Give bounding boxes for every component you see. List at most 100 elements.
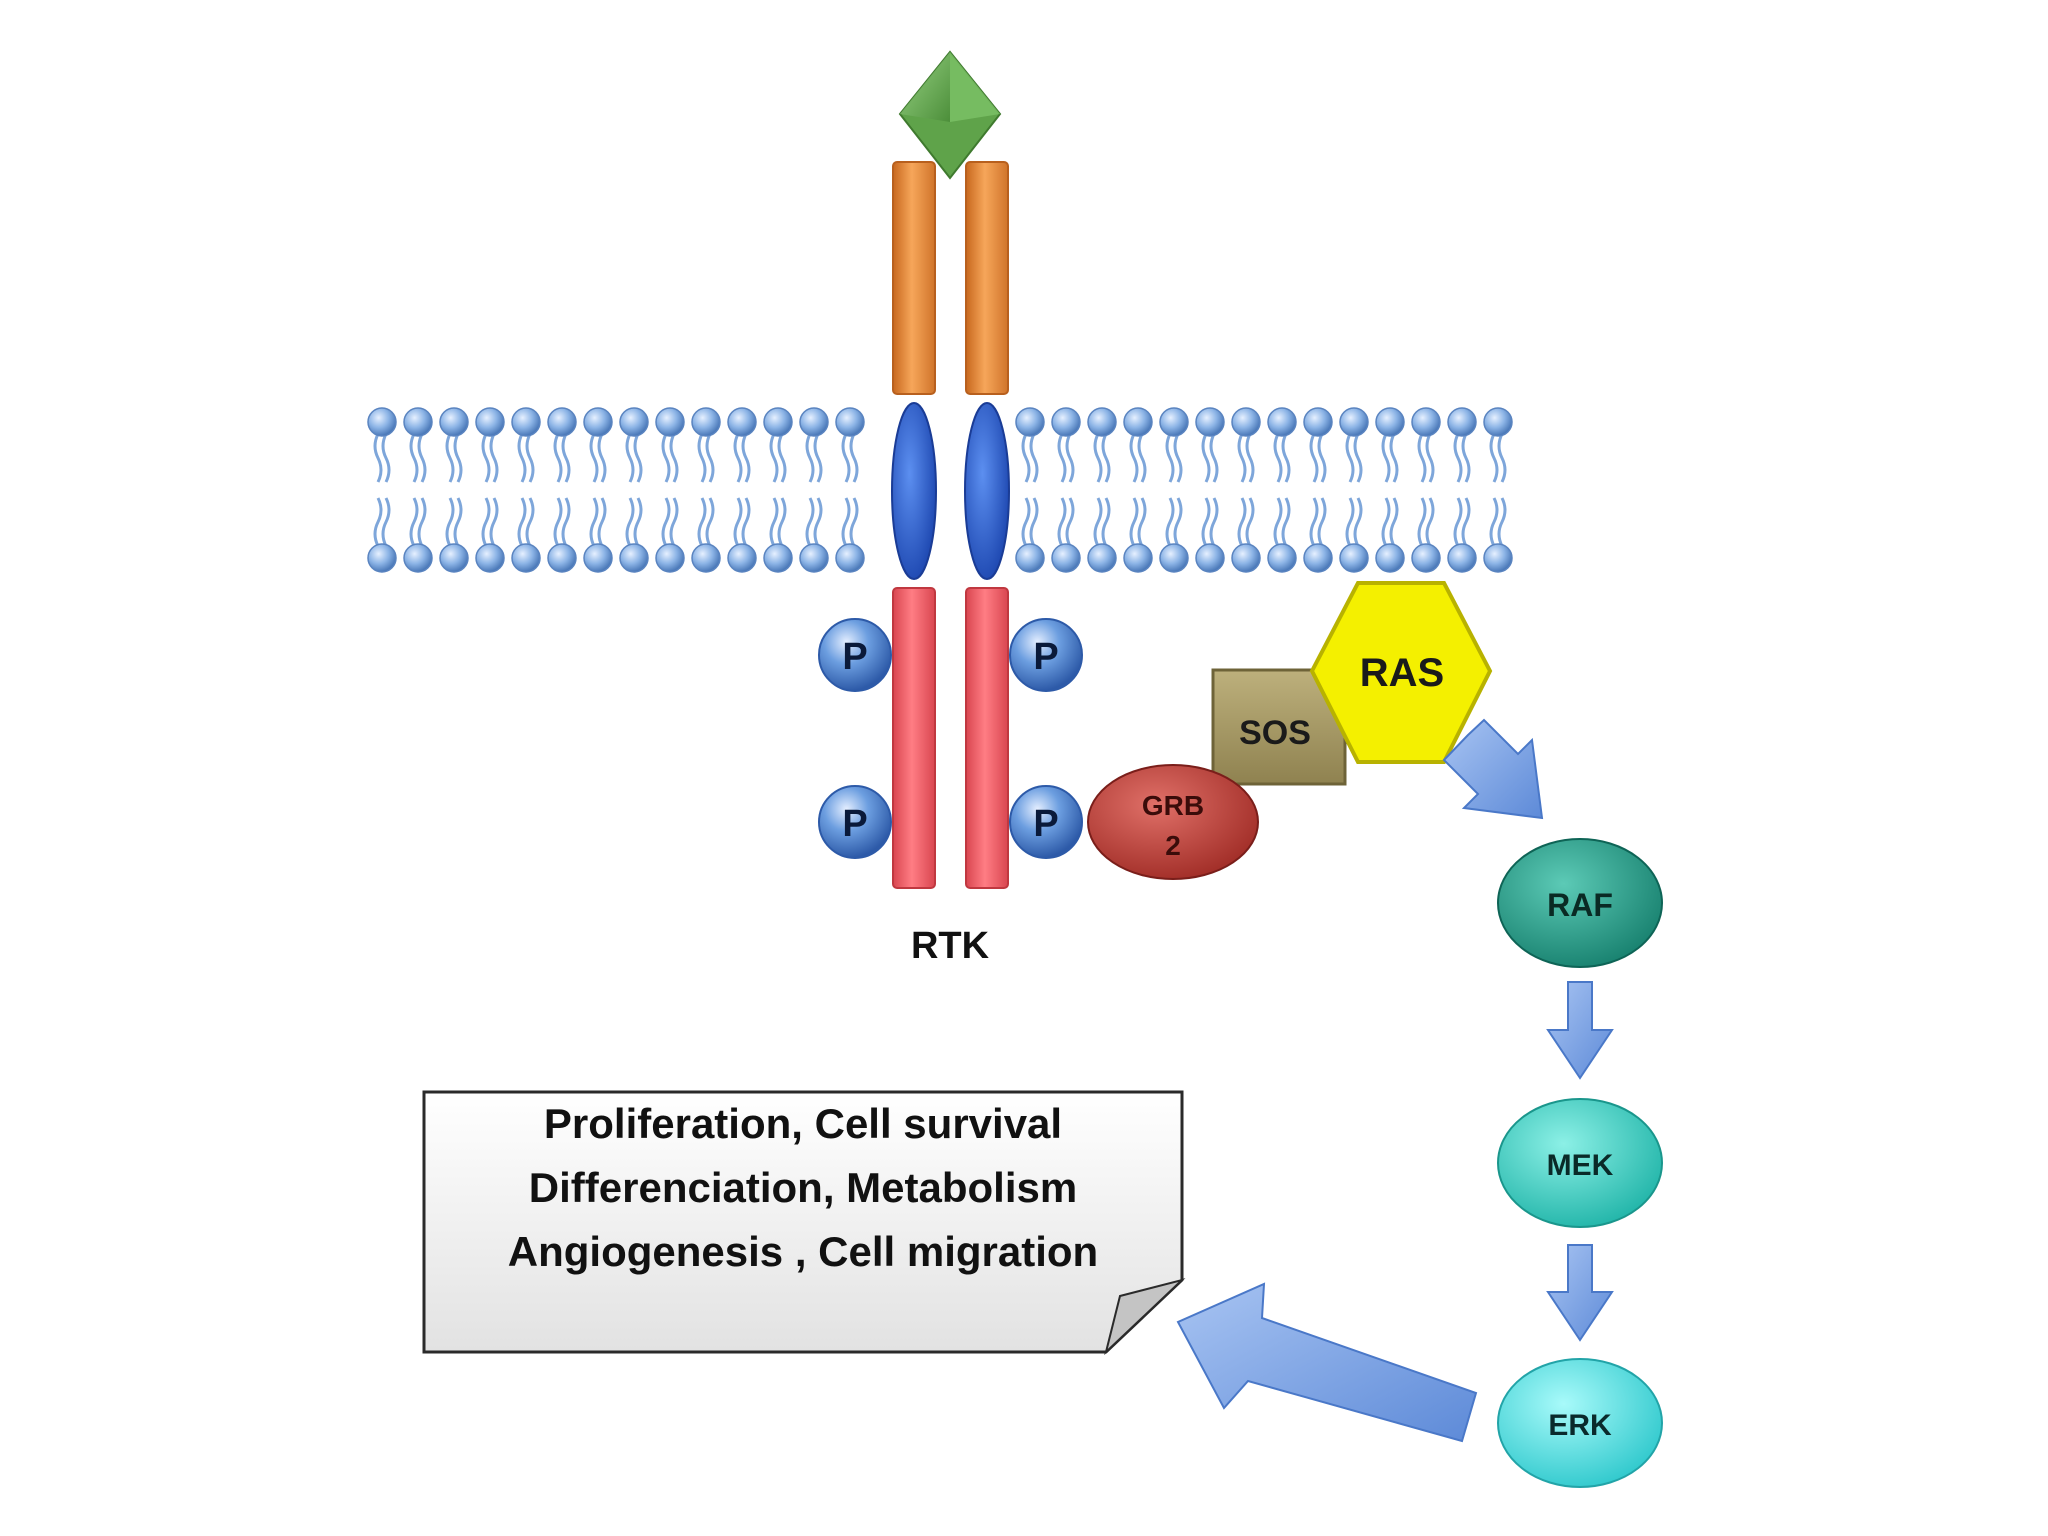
lipid-tail [445,433,463,547]
mek-node: MEK [1497,1098,1663,1228]
lipid-head [727,407,757,437]
lipid-head [367,543,397,573]
phosphate-label: P [1033,636,1058,678]
lipid-head [1123,407,1153,437]
lipid-tail [589,433,607,547]
arrow-mek-to-erk [1546,1244,1614,1342]
lipid-head [1303,543,1333,573]
transmembrane-domain-right [964,402,1010,580]
lipid-head [439,407,469,437]
erk-label: ERK [1548,1409,1612,1442]
lipid-head [691,543,721,573]
lipid-head [763,407,793,437]
lipid-head [1159,407,1189,437]
phosphate-label: P [1033,803,1058,845]
lipid-head [619,407,649,437]
lipid-tail [1093,433,1111,547]
phosphate-group: P [1009,618,1083,692]
lipid-head [1411,543,1441,573]
lipid-head [511,407,541,437]
lipid-tail [1021,433,1039,547]
lipid-head [1447,407,1477,437]
extracellular-domain-right [965,161,1009,395]
lipid-tail [1129,433,1147,547]
lipid-tail [697,433,715,547]
lipid-head [1195,543,1225,573]
lipid-tail [1237,433,1255,547]
lipid-tail [1453,433,1471,547]
lipid-head [547,543,577,573]
intracellular-domain-right [965,587,1009,889]
lipid-head [1051,407,1081,437]
lipid-tail [805,433,823,547]
lipid-tail [1345,433,1363,547]
lipid-head [1195,407,1225,437]
outcome-line-1: Proliferation, Cell survival [544,1100,1062,1147]
phosphate-label: P [842,636,867,678]
arrow-raf-to-mek [1546,981,1614,1080]
ras-label: RAS [1360,651,1444,695]
ligand-diamond [898,50,1002,180]
lipid-head [1483,407,1513,437]
lipid-head [799,407,829,437]
lipid-tail [1273,433,1291,547]
lipid-tail [1417,433,1435,547]
lipid-head [583,543,613,573]
lipid-tail [1201,433,1219,547]
lipid-tail [517,433,535,547]
lipid-head [835,543,865,573]
lipid-head [691,407,721,437]
lipid-head [835,407,865,437]
outcome-line-3: Angiogenesis , Cell migration [508,1228,1098,1275]
arrow-ras-to-raf [1442,718,1544,820]
intracellular-domain-left [892,587,936,889]
lipid-tail [481,433,499,547]
lipid-head [1339,543,1369,573]
lipid-tail [661,433,679,547]
grb2-label-line2: 2 [1165,830,1181,861]
lipid-head [403,407,433,437]
lipid-head [475,407,505,437]
lipid-tail [1381,433,1399,547]
phosphate-group: P [818,785,892,859]
lipid-tail [373,433,391,547]
lipid-head [1087,407,1117,437]
lipid-bilayer-membrane [367,407,1513,573]
lipid-head [1447,543,1477,573]
transmembrane-domain-left [891,402,937,580]
lipid-tail [625,433,643,547]
grb2-node: GRB 2 [1087,764,1259,880]
lipid-head [547,407,577,437]
lipid-head [583,407,613,437]
lipid-head [1051,543,1081,573]
phosphate-group: P [818,618,892,692]
lipid-head [1159,543,1189,573]
raf-label: RAF [1547,887,1613,923]
lipid-head [403,543,433,573]
phosphate-group: P [1009,785,1083,859]
extracellular-domain-left [892,161,936,395]
lipid-head [1123,543,1153,573]
lipid-head [1015,543,1045,573]
lipid-tail [1309,433,1327,547]
lipid-head [1375,543,1405,573]
lipid-head [511,543,541,573]
lipid-tail [769,433,787,547]
lipid-head [1483,543,1513,573]
lipid-head [1015,407,1045,437]
lipid-head [1303,407,1333,437]
lipid-head [1411,407,1441,437]
grb2-label-line1: GRB [1142,790,1204,821]
lipid-head [727,543,757,573]
lipid-head [1231,543,1261,573]
arrow-erk-to-outcomes [1176,1282,1478,1443]
lipid-tail [1057,433,1075,547]
lipid-head [799,543,829,573]
raf-node: RAF [1497,838,1663,968]
lipid-tail [1489,433,1507,547]
sos-label: SOS [1239,714,1311,752]
rtk-label: RTK [911,925,990,967]
mek-label: MEK [1547,1149,1614,1182]
lipid-head [763,543,793,573]
